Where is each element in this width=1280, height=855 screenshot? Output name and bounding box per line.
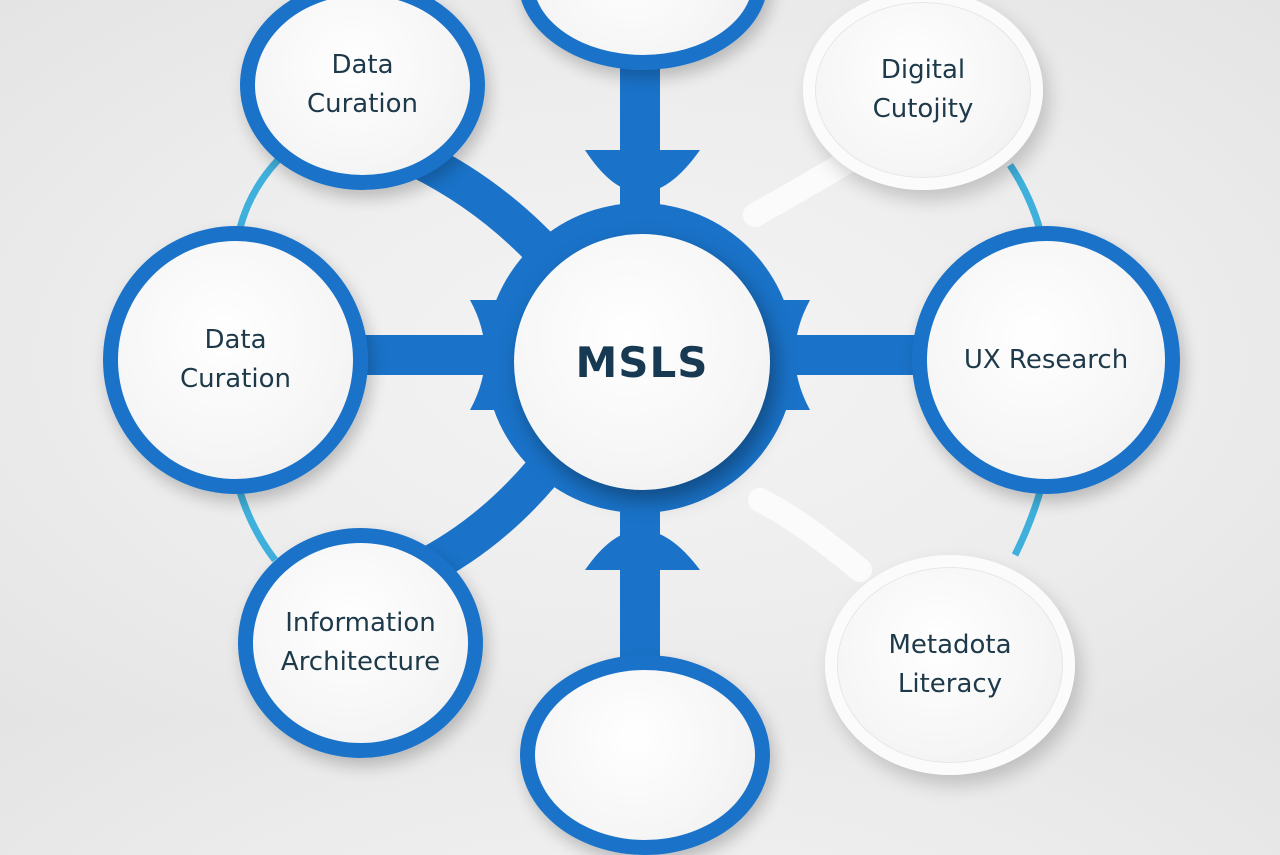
- node-data-curation-top[interactable]: Data Curation: [240, 0, 485, 190]
- node-bottom[interactable]: [520, 655, 770, 855]
- node-label: Data Curation: [179, 325, 292, 394]
- node-label: UX Research: [963, 344, 1129, 375]
- node-center-msls[interactable]: MSLS: [514, 234, 770, 490]
- node-label: Digital Cutojity: [872, 55, 974, 124]
- node-metadota-literacy[interactable]: Metadota Literacy: [825, 555, 1075, 775]
- white-connectors: [743, 148, 872, 582]
- outer-ring: [236, 157, 1044, 563]
- node-label: Metadota Literacy: [888, 630, 1012, 699]
- center-label: MSLS: [575, 337, 709, 387]
- node-information-architecture[interactable]: Information Architecture: [238, 528, 483, 758]
- node-digital-cutojity[interactable]: Digital Cutojity: [803, 0, 1043, 190]
- node-ux-research[interactable]: UX Research: [912, 226, 1180, 494]
- node-data-curation-left[interactable]: Data Curation: [103, 226, 368, 494]
- diagram-canvas: Data Curation Digital Cutojity Data Cura…: [103, 0, 1180, 855]
- node-label: Data Curation: [306, 50, 419, 119]
- node-label: Information Architecture: [280, 608, 441, 677]
